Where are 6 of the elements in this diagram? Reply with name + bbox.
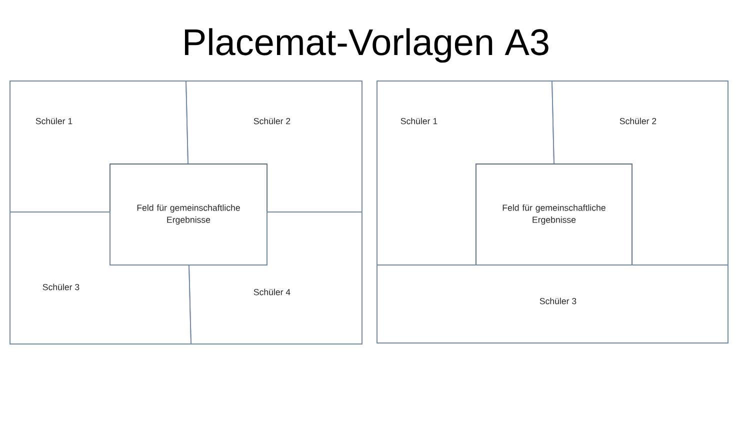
title: Placemat-Vorlagen A3	[184, 28, 548, 63]
placemat-frame	[10, 80, 362, 344]
center-box: Feld für gemeinschaftliche Ergebnisse	[110, 164, 268, 266]
placemat-frame	[376, 80, 728, 344]
answer-box: Schüler 3	[376, 264, 728, 344]
center-box: Feld für gemeinschaftliche Ergebnisse	[476, 164, 632, 266]
